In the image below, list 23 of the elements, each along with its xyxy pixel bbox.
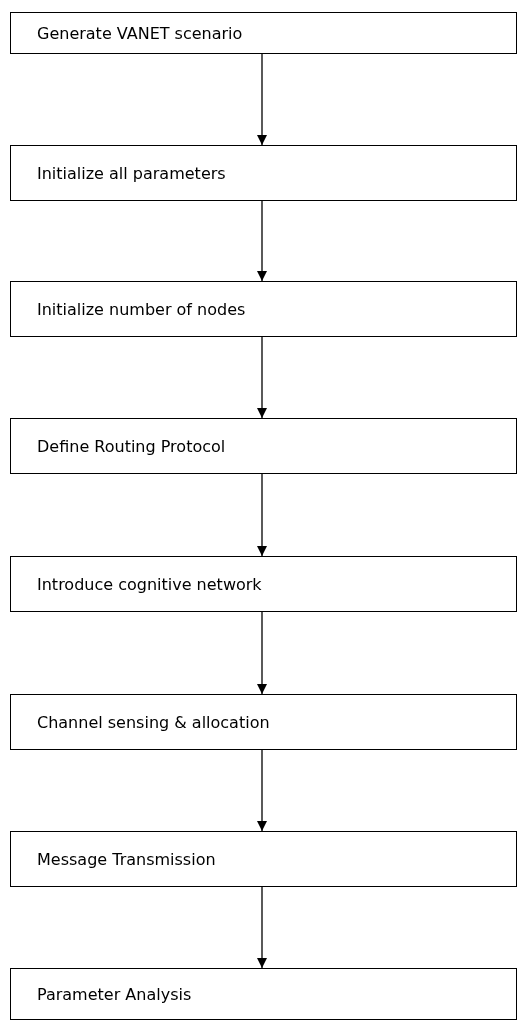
process-box [10,145,517,201]
process-box [10,281,517,337]
arrow [257,473,267,557]
step-label: Initialize number of nodes [37,299,246,319]
arrow [257,886,267,969]
step-label: Introduce cognitive network [37,574,262,594]
step-label: Initialize all parameters [37,163,226,183]
arrow [257,53,267,146]
process-box [10,418,517,474]
process-box [10,968,517,1020]
process-box [10,694,517,750]
step-label: Channel sensing & allocation [37,712,270,732]
arrow [257,611,267,695]
step-label: Message Transmission [37,849,216,869]
process-box [10,12,517,54]
arrow [257,749,267,832]
process-box [10,556,517,612]
process-box [10,831,517,887]
step-label: Generate VANET scenario [37,23,243,43]
arrow [257,200,267,282]
step-label: Define Routing Protocol [37,436,226,456]
arrow [257,336,267,419]
step-label: Parameter Analysis [37,984,192,1004]
